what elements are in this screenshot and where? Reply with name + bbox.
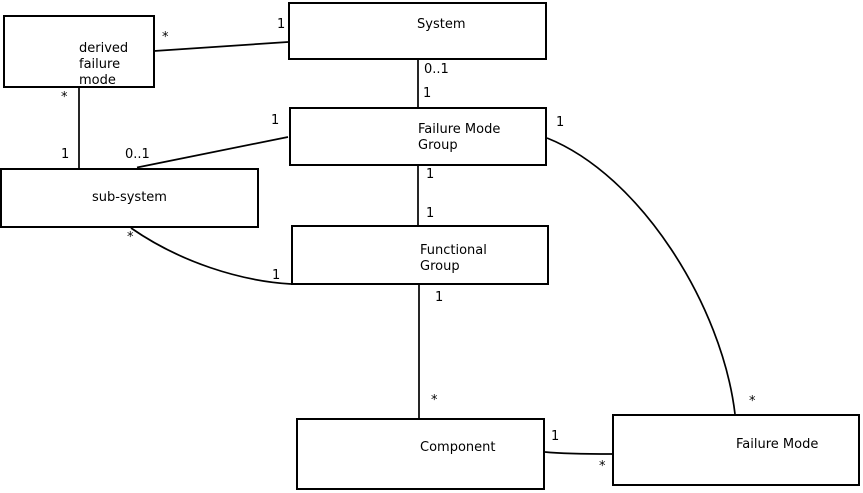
multiplicity-label: 1 xyxy=(556,115,565,130)
multiplicity-label: * xyxy=(431,393,438,408)
multiplicity-label: 1 xyxy=(551,429,560,444)
node-label-functional-group: Functional Group xyxy=(420,243,487,274)
node-label-failure-mode-group: Failure Mode Group xyxy=(418,122,501,153)
multiplicity-label: 1 xyxy=(435,290,444,305)
node-label-sub-system: sub-system xyxy=(92,190,167,205)
node-label-component: Component xyxy=(420,440,496,455)
multiplicity-label: * xyxy=(162,30,169,45)
multiplicity-label: 0..1 xyxy=(424,62,449,77)
multiplicity-label: 1 xyxy=(271,113,280,128)
node-label-derived-failure-mode: derived failure mode xyxy=(79,41,129,88)
multiplicity-label: 0..1 xyxy=(125,147,150,162)
node-component: Component xyxy=(296,418,545,490)
edge-component-failure-mode xyxy=(544,451,613,455)
multiplicity-label: 1 xyxy=(272,268,281,283)
multiplicity-label: * xyxy=(61,90,68,105)
multiplicity-label: 1 xyxy=(426,167,435,182)
edge-sub-system-functional-group xyxy=(130,227,292,285)
node-derived-failure-mode: derived failure mode xyxy=(3,15,155,88)
edge-sub-system-failure-mode-group xyxy=(136,136,289,169)
node-functional-group: Functional Group xyxy=(291,225,549,285)
multiplicity-label: 1 xyxy=(426,206,435,221)
node-sub-system: sub-system xyxy=(0,168,259,228)
node-failure-mode-group: Failure Mode Group xyxy=(289,107,547,166)
multiplicity-label: * xyxy=(599,459,606,474)
multiplicity-label: * xyxy=(749,394,756,409)
multiplicity-label: * xyxy=(127,230,134,245)
node-label-failure-mode: Failure Mode xyxy=(736,437,819,452)
multiplicity-label: 1 xyxy=(423,86,432,101)
multiplicity-label: 1 xyxy=(61,147,70,162)
node-system: System xyxy=(288,2,547,60)
multiplicity-label: 1 xyxy=(277,17,286,32)
node-failure-mode: Failure Mode xyxy=(612,414,860,486)
edge-derived-failure-mode-system xyxy=(153,41,289,52)
edge-failure-mode-group-failure-mode xyxy=(546,137,736,415)
node-label-system: System xyxy=(417,17,466,32)
